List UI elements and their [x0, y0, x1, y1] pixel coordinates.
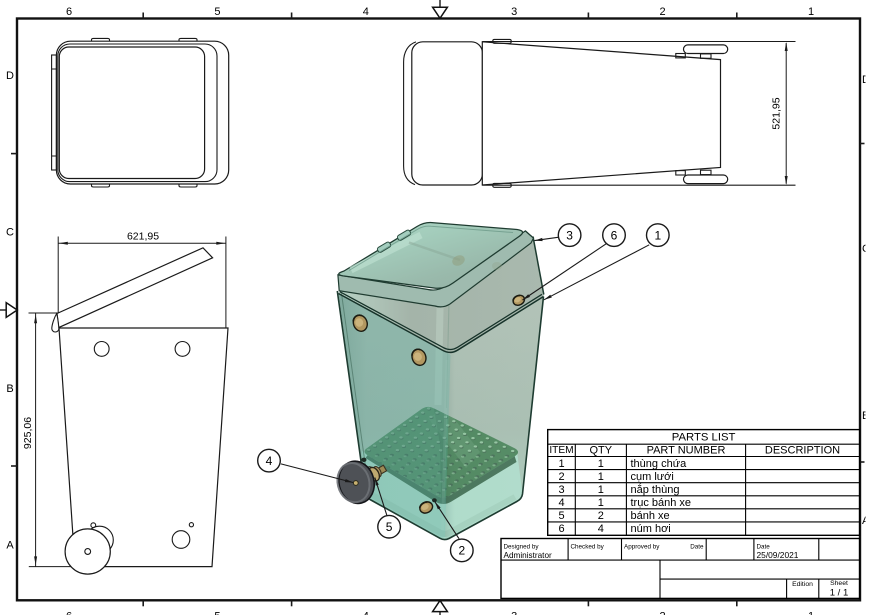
svg-text:3: 3 [566, 228, 573, 242]
svg-text:3: 3 [558, 484, 564, 496]
svg-text:cụm lưới: cụm lưới [631, 471, 674, 483]
svg-text:1: 1 [558, 458, 564, 470]
svg-text:1: 1 [598, 458, 604, 470]
svg-text:Date: Date [757, 544, 771, 551]
svg-text:1: 1 [598, 471, 604, 483]
svg-text:5: 5 [214, 6, 220, 18]
svg-text:4: 4 [363, 6, 369, 18]
svg-text:thùng chứa: thùng chứa [631, 458, 688, 470]
svg-text:DESCRIPTION: DESCRIPTION [765, 445, 840, 457]
svg-text:4: 4 [598, 523, 604, 535]
svg-text:B: B [862, 410, 869, 422]
svg-text:2: 2 [660, 611, 666, 615]
svg-text:5: 5 [558, 510, 564, 522]
svg-text:B: B [6, 383, 13, 395]
svg-text:Checked by: Checked by [571, 544, 605, 551]
svg-text:6: 6 [66, 6, 72, 18]
svg-text:núm hơi: núm hơi [631, 523, 671, 535]
svg-text:1: 1 [598, 484, 604, 496]
svg-text:2: 2 [458, 544, 465, 558]
svg-text:D: D [862, 74, 870, 86]
svg-text:521,95: 521,95 [771, 97, 783, 129]
svg-text:Sheet: Sheet [830, 580, 848, 587]
svg-text:Designed by: Designed by [504, 544, 540, 551]
svg-text:25/09/2021: 25/09/2021 [757, 550, 799, 560]
svg-text:ITEM: ITEM [549, 445, 573, 456]
svg-text:6: 6 [558, 523, 564, 535]
svg-text:2: 2 [660, 6, 666, 18]
svg-text:PART NUMBER: PART NUMBER [647, 445, 726, 457]
svg-text:1: 1 [808, 6, 814, 18]
svg-text:4: 4 [363, 611, 369, 615]
svg-text:C: C [862, 243, 870, 255]
svg-text:5: 5 [214, 611, 220, 615]
svg-text:C: C [6, 227, 14, 239]
svg-text:A: A [862, 515, 870, 527]
svg-text:A: A [6, 540, 14, 552]
svg-text:1: 1 [808, 611, 814, 615]
svg-text:5: 5 [386, 520, 393, 534]
svg-text:Administrator: Administrator [504, 551, 553, 560]
svg-text:2: 2 [558, 471, 564, 483]
svg-text:1: 1 [654, 228, 661, 242]
svg-text:4: 4 [558, 497, 564, 509]
svg-text:Date: Date [690, 544, 704, 551]
svg-text:PARTS LIST: PARTS LIST [672, 432, 736, 444]
svg-text:1 / 1: 1 / 1 [830, 588, 849, 599]
svg-text:621,95: 621,95 [127, 230, 159, 242]
svg-text:D: D [6, 70, 14, 82]
svg-text:6: 6 [611, 228, 618, 242]
svg-text:3: 3 [511, 6, 517, 18]
svg-text:1: 1 [598, 497, 604, 509]
svg-text:4: 4 [266, 454, 273, 468]
svg-text:nắp thùng: nắp thùng [631, 483, 680, 496]
svg-text:3: 3 [511, 611, 517, 615]
svg-text:trục bánh xe: trục bánh xe [631, 497, 692, 509]
svg-text:QTY: QTY [589, 445, 612, 457]
svg-text:925,06: 925,06 [22, 417, 34, 449]
svg-text:Edition: Edition [792, 581, 813, 588]
svg-text:6: 6 [66, 611, 72, 615]
svg-text:2: 2 [598, 510, 604, 522]
svg-text:bánh xe: bánh xe [631, 510, 670, 522]
svg-text:Approved by: Approved by [624, 544, 660, 551]
